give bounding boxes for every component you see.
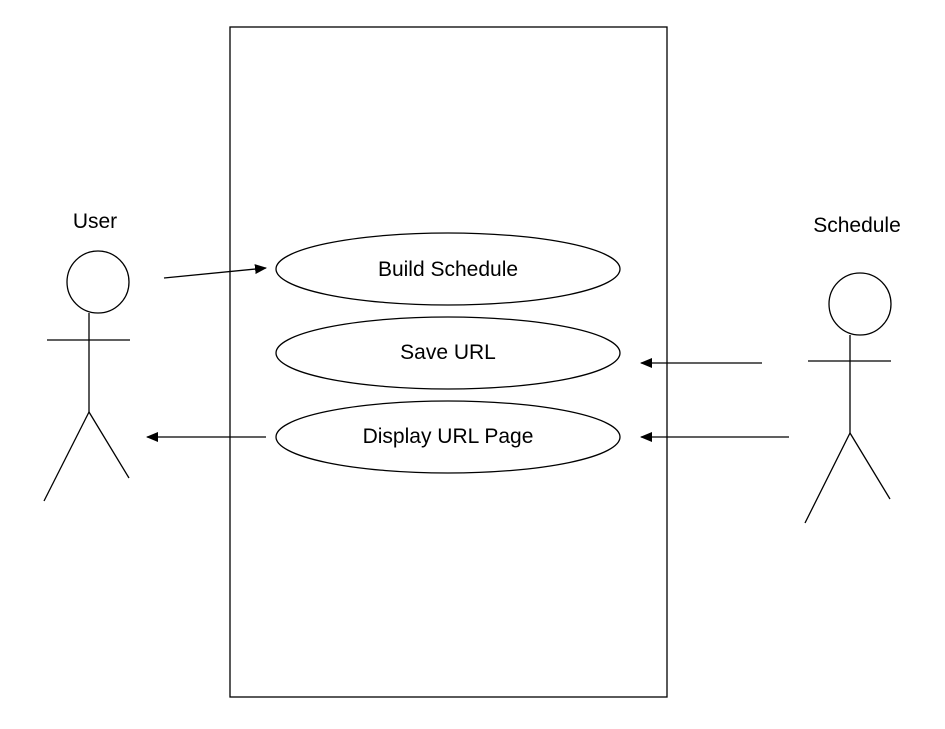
use-case-label: Build Schedule xyxy=(378,258,518,281)
use-case-build-schedule[interactable]: Build Schedule xyxy=(275,232,621,306)
use-case-label: Display URL Page xyxy=(363,425,534,448)
use-case-ellipse xyxy=(275,232,621,306)
actor-schedule-right-leg xyxy=(849,432,891,500)
use-case-save-url[interactable]: Save URL xyxy=(275,316,621,390)
actor-user[interactable]: User xyxy=(43,210,130,502)
use-case-display-url-page[interactable]: Display URL Page xyxy=(275,400,621,474)
actor-schedule[interactable]: Schedule xyxy=(804,214,901,524)
system-boundary xyxy=(229,26,668,698)
use-case-ellipse xyxy=(275,316,621,390)
arrow-user-to-build-schedule xyxy=(163,264,267,279)
actor-user-left-leg xyxy=(43,411,90,502)
actor-schedule-label: Schedule xyxy=(813,214,901,237)
actor-schedule-left-leg xyxy=(804,432,851,524)
use-case-ellipse xyxy=(275,400,621,474)
actor-user-right-leg xyxy=(88,411,130,479)
actor-schedule-head xyxy=(828,272,892,336)
actor-user-label: User xyxy=(73,210,117,233)
use-case-label: Save URL xyxy=(400,341,496,364)
actor-user-head xyxy=(66,250,130,314)
